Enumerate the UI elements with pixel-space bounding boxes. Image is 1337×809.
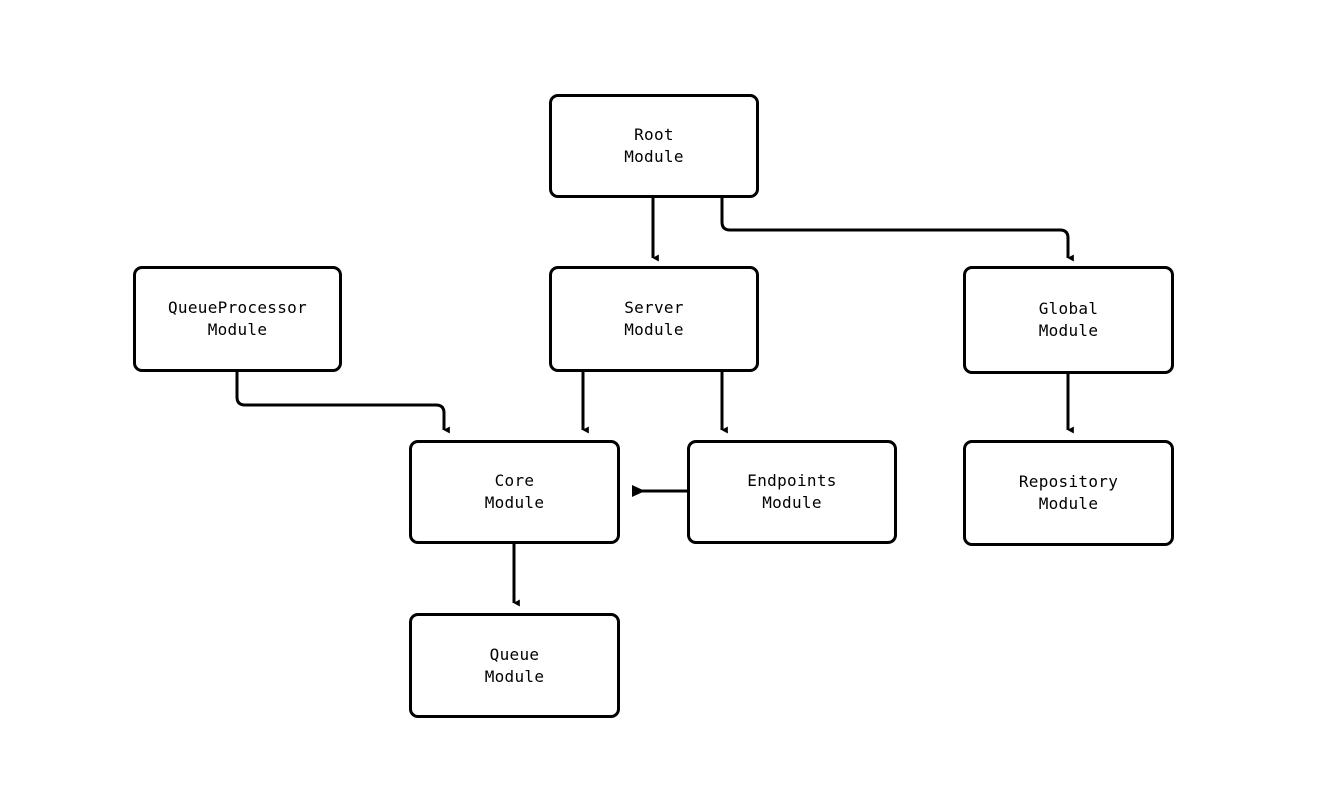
- edge-queueprocessor-to-core: [235, 372, 450, 434]
- node-global-module[interactable]: Global Module: [963, 266, 1174, 374]
- node-queue-module[interactable]: Queue Module: [409, 613, 620, 718]
- node-label-repository: Repository Module: [1018, 472, 1119, 513]
- node-label-queueprocessor: QueueProcessor Module: [167, 298, 308, 339]
- node-root-module[interactable]: Root Module: [549, 94, 759, 198]
- node-label-global: Global Module: [1038, 299, 1099, 340]
- node-label-server: Server Module: [624, 298, 684, 339]
- node-core-module[interactable]: Core Module: [409, 440, 620, 544]
- node-label-root: Root Module: [624, 125, 684, 166]
- node-queueprocessor-module[interactable]: QueueProcessor Module: [133, 266, 342, 372]
- node-endpoints-module[interactable]: Endpoints Module: [687, 440, 897, 544]
- node-label-core: Core Module: [484, 471, 545, 512]
- node-label-endpoints: Endpoints Module: [747, 471, 837, 512]
- node-server-module[interactable]: Server Module: [549, 266, 759, 372]
- node-repository-module[interactable]: Repository Module: [963, 440, 1174, 546]
- node-label-queue: Queue Module: [484, 644, 545, 686]
- edge-root-to-global: [720, 198, 1074, 262]
